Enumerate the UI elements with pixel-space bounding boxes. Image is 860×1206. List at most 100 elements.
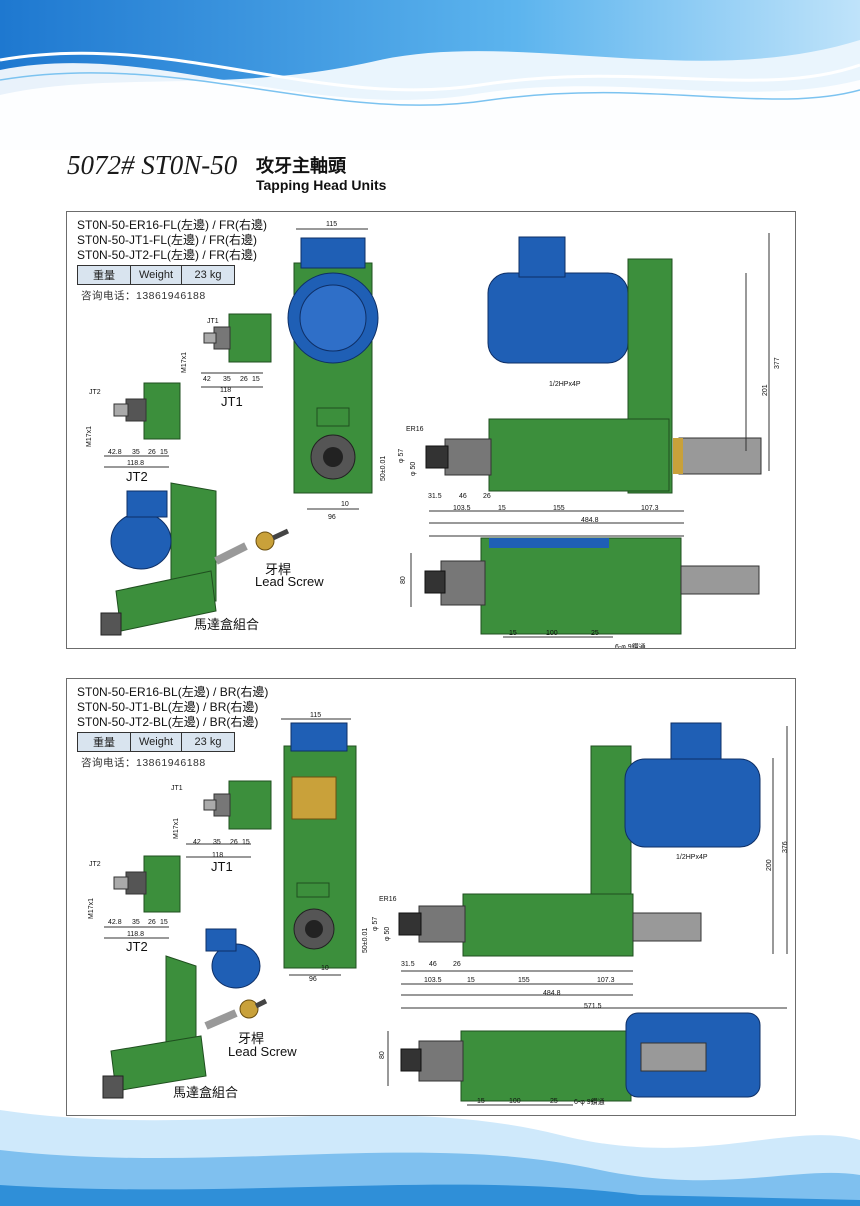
- dim-115: 115: [326, 221, 337, 228]
- label-er16: ER16: [406, 426, 424, 433]
- phone-number: 咨询电话：13861946188: [81, 290, 206, 302]
- dim-155: 155: [518, 977, 530, 984]
- dim-484-8: 484.8: [543, 990, 561, 997]
- dim-103-5: 103.5: [424, 977, 442, 984]
- front-view: [287, 228, 379, 510]
- holes-note: 6-φ 9鑽通: [574, 1097, 605, 1106]
- dim-115: 115: [310, 712, 321, 719]
- label-jt2: JT2: [126, 469, 148, 484]
- dim-201: 201: [762, 384, 769, 396]
- phone-number: 咨询电话：13861946188: [81, 757, 206, 769]
- dim-96: 96: [328, 514, 336, 521]
- top-view: [410, 537, 760, 638]
- dim-26: 26: [230, 839, 238, 846]
- model-line: ST0N-50-JT1-BL(左邊) / BR(右邊): [77, 700, 259, 714]
- dim-10: 10: [341, 501, 349, 508]
- dim-15-c: 15: [467, 977, 475, 984]
- section-bl-br: JT1 M17x1 42 35 26 15 118 JT1 JT2 M17x1 …: [66, 678, 796, 1116]
- dim-107-3: 107.3: [597, 977, 615, 984]
- dim-35-b: 35: [132, 449, 140, 456]
- label-jt2-tag: JT2: [89, 861, 101, 868]
- dim-80: 80: [400, 576, 407, 584]
- dim-26: 26: [240, 376, 248, 383]
- side-view: [398, 722, 788, 1009]
- weight-label-en: Weight: [130, 265, 182, 285]
- label-jt2-tag: JT2: [89, 389, 101, 396]
- dim-31-5: 31.5: [428, 493, 442, 500]
- dim-25: 25: [550, 1098, 558, 1105]
- lead-screw-cn: 牙桿: [265, 562, 291, 577]
- dim-80: 80: [379, 1051, 386, 1059]
- weight-value: 23 kg: [181, 265, 235, 285]
- lead-screw-en: Lead Screw: [228, 1044, 297, 1059]
- motor-box-label: 馬達盒組合: [194, 617, 259, 632]
- motor-box-label: 馬達盒組合: [173, 1085, 238, 1100]
- section-fl-fr: JT1 M17x1 42 35 26 15 118 JT1 JT2 M17x1 …: [66, 211, 796, 649]
- dim-46: 46: [429, 961, 437, 968]
- jt1-view: [201, 313, 272, 388]
- dim-15-b: 15: [160, 919, 168, 926]
- dim-42: 42: [193, 839, 201, 846]
- jt2-view: [104, 855, 181, 939]
- weight-label-cn: 重量: [77, 265, 131, 285]
- dim-35: 35: [223, 376, 231, 383]
- page-header: 5072# ST0N-50 攻牙主軸頭 Tapping Head Units: [67, 150, 767, 196]
- label-m17-jt2: M17x1: [88, 898, 95, 919]
- dim-118-8: 118.8: [127, 460, 144, 467]
- dim-15-b: 15: [160, 449, 168, 456]
- label-er16: ER16: [379, 896, 397, 903]
- front-view: [281, 718, 357, 976]
- dim-155: 155: [553, 505, 565, 512]
- dim-100: 100: [509, 1098, 521, 1105]
- model-line: ST0N-50-JT2-FL(左邊) / FR(右邊): [77, 248, 258, 262]
- dim-484-8: 484.8: [581, 517, 599, 524]
- dim-42-8: 42.8: [108, 919, 122, 926]
- model-list: ST0N-50-ER16-FL(左邊) / FR(右邊) ST0N-50-JT1…: [77, 218, 267, 263]
- dim-96: 96: [309, 976, 317, 983]
- weight-label-en: Weight: [130, 732, 182, 752]
- dim-26-c: 26: [483, 493, 491, 500]
- header-wave-background: [0, 0, 860, 150]
- dim-103-5: 103.5: [453, 505, 471, 512]
- model-line: ST0N-50-JT1-FL(左邊) / FR(右邊): [77, 233, 258, 247]
- dim-50-tol: 50±0.01: [380, 456, 387, 481]
- title-english: Tapping Head Units: [256, 177, 387, 193]
- model-number: 5072# ST0N-50: [67, 150, 238, 180]
- dim-26-b: 26: [148, 919, 156, 926]
- dim-100: 100: [546, 630, 558, 637]
- label-jt1-tag: JT1: [207, 318, 219, 325]
- jt1-view: [186, 780, 272, 858]
- dim-phi57: φ 57: [398, 449, 405, 463]
- dim-phi57: φ 57: [372, 917, 379, 931]
- label-m17-jt1: M17x1: [173, 818, 180, 839]
- dim-phi50: φ 50: [410, 462, 417, 476]
- dim-15: 15: [242, 839, 250, 846]
- weight-table: 重量 Weight 23 kg: [77, 732, 235, 752]
- footer-wave-background: [0, 1110, 860, 1206]
- dim-26-c: 26: [453, 961, 461, 968]
- dim-50-tol: 50±0.01: [362, 928, 369, 953]
- lead-screw-cn: 牙桿: [238, 1031, 264, 1046]
- dim-118-8: 118.8: [127, 931, 144, 938]
- label-jt1-tag: JT1: [171, 785, 183, 792]
- dim-15-c: 15: [498, 505, 506, 512]
- jt2-view: [104, 382, 181, 468]
- dim-phi50: φ 50: [384, 927, 391, 941]
- dim-10: 10: [321, 965, 329, 972]
- assembly-isometric: [100, 482, 290, 636]
- dim-15-d: 15: [509, 630, 517, 637]
- holes-note: 6-φ 9鑽通: [615, 642, 646, 648]
- side-view: [425, 233, 770, 537]
- dim-377: 377: [774, 357, 781, 369]
- dim-376: 376: [782, 841, 789, 853]
- label-m17-jt2: M17x1: [86, 426, 93, 447]
- technical-drawing-bl: JT1 M17x1 42 35 26 15 118 JT1 JT2 M17x1 …: [88, 712, 789, 1106]
- weight-label-cn: 重量: [77, 732, 131, 752]
- label-m17-jt1: M17x1: [181, 352, 188, 373]
- model-list: ST0N-50-ER16-BL(左邊) / BR(右邊) ST0N-50-JT1…: [77, 685, 268, 730]
- technical-drawing-fl: JT1 M17x1 42 35 26 15 118 JT1 JT2 M17x1 …: [86, 221, 781, 648]
- model-line: ST0N-50-ER16-FL(左邊) / FR(右邊): [77, 218, 268, 232]
- assembly-isometric: [102, 928, 268, 1099]
- model-line: ST0N-50-JT2-BL(左邊) / BR(右邊): [77, 715, 259, 729]
- weight-value: 23 kg: [181, 732, 235, 752]
